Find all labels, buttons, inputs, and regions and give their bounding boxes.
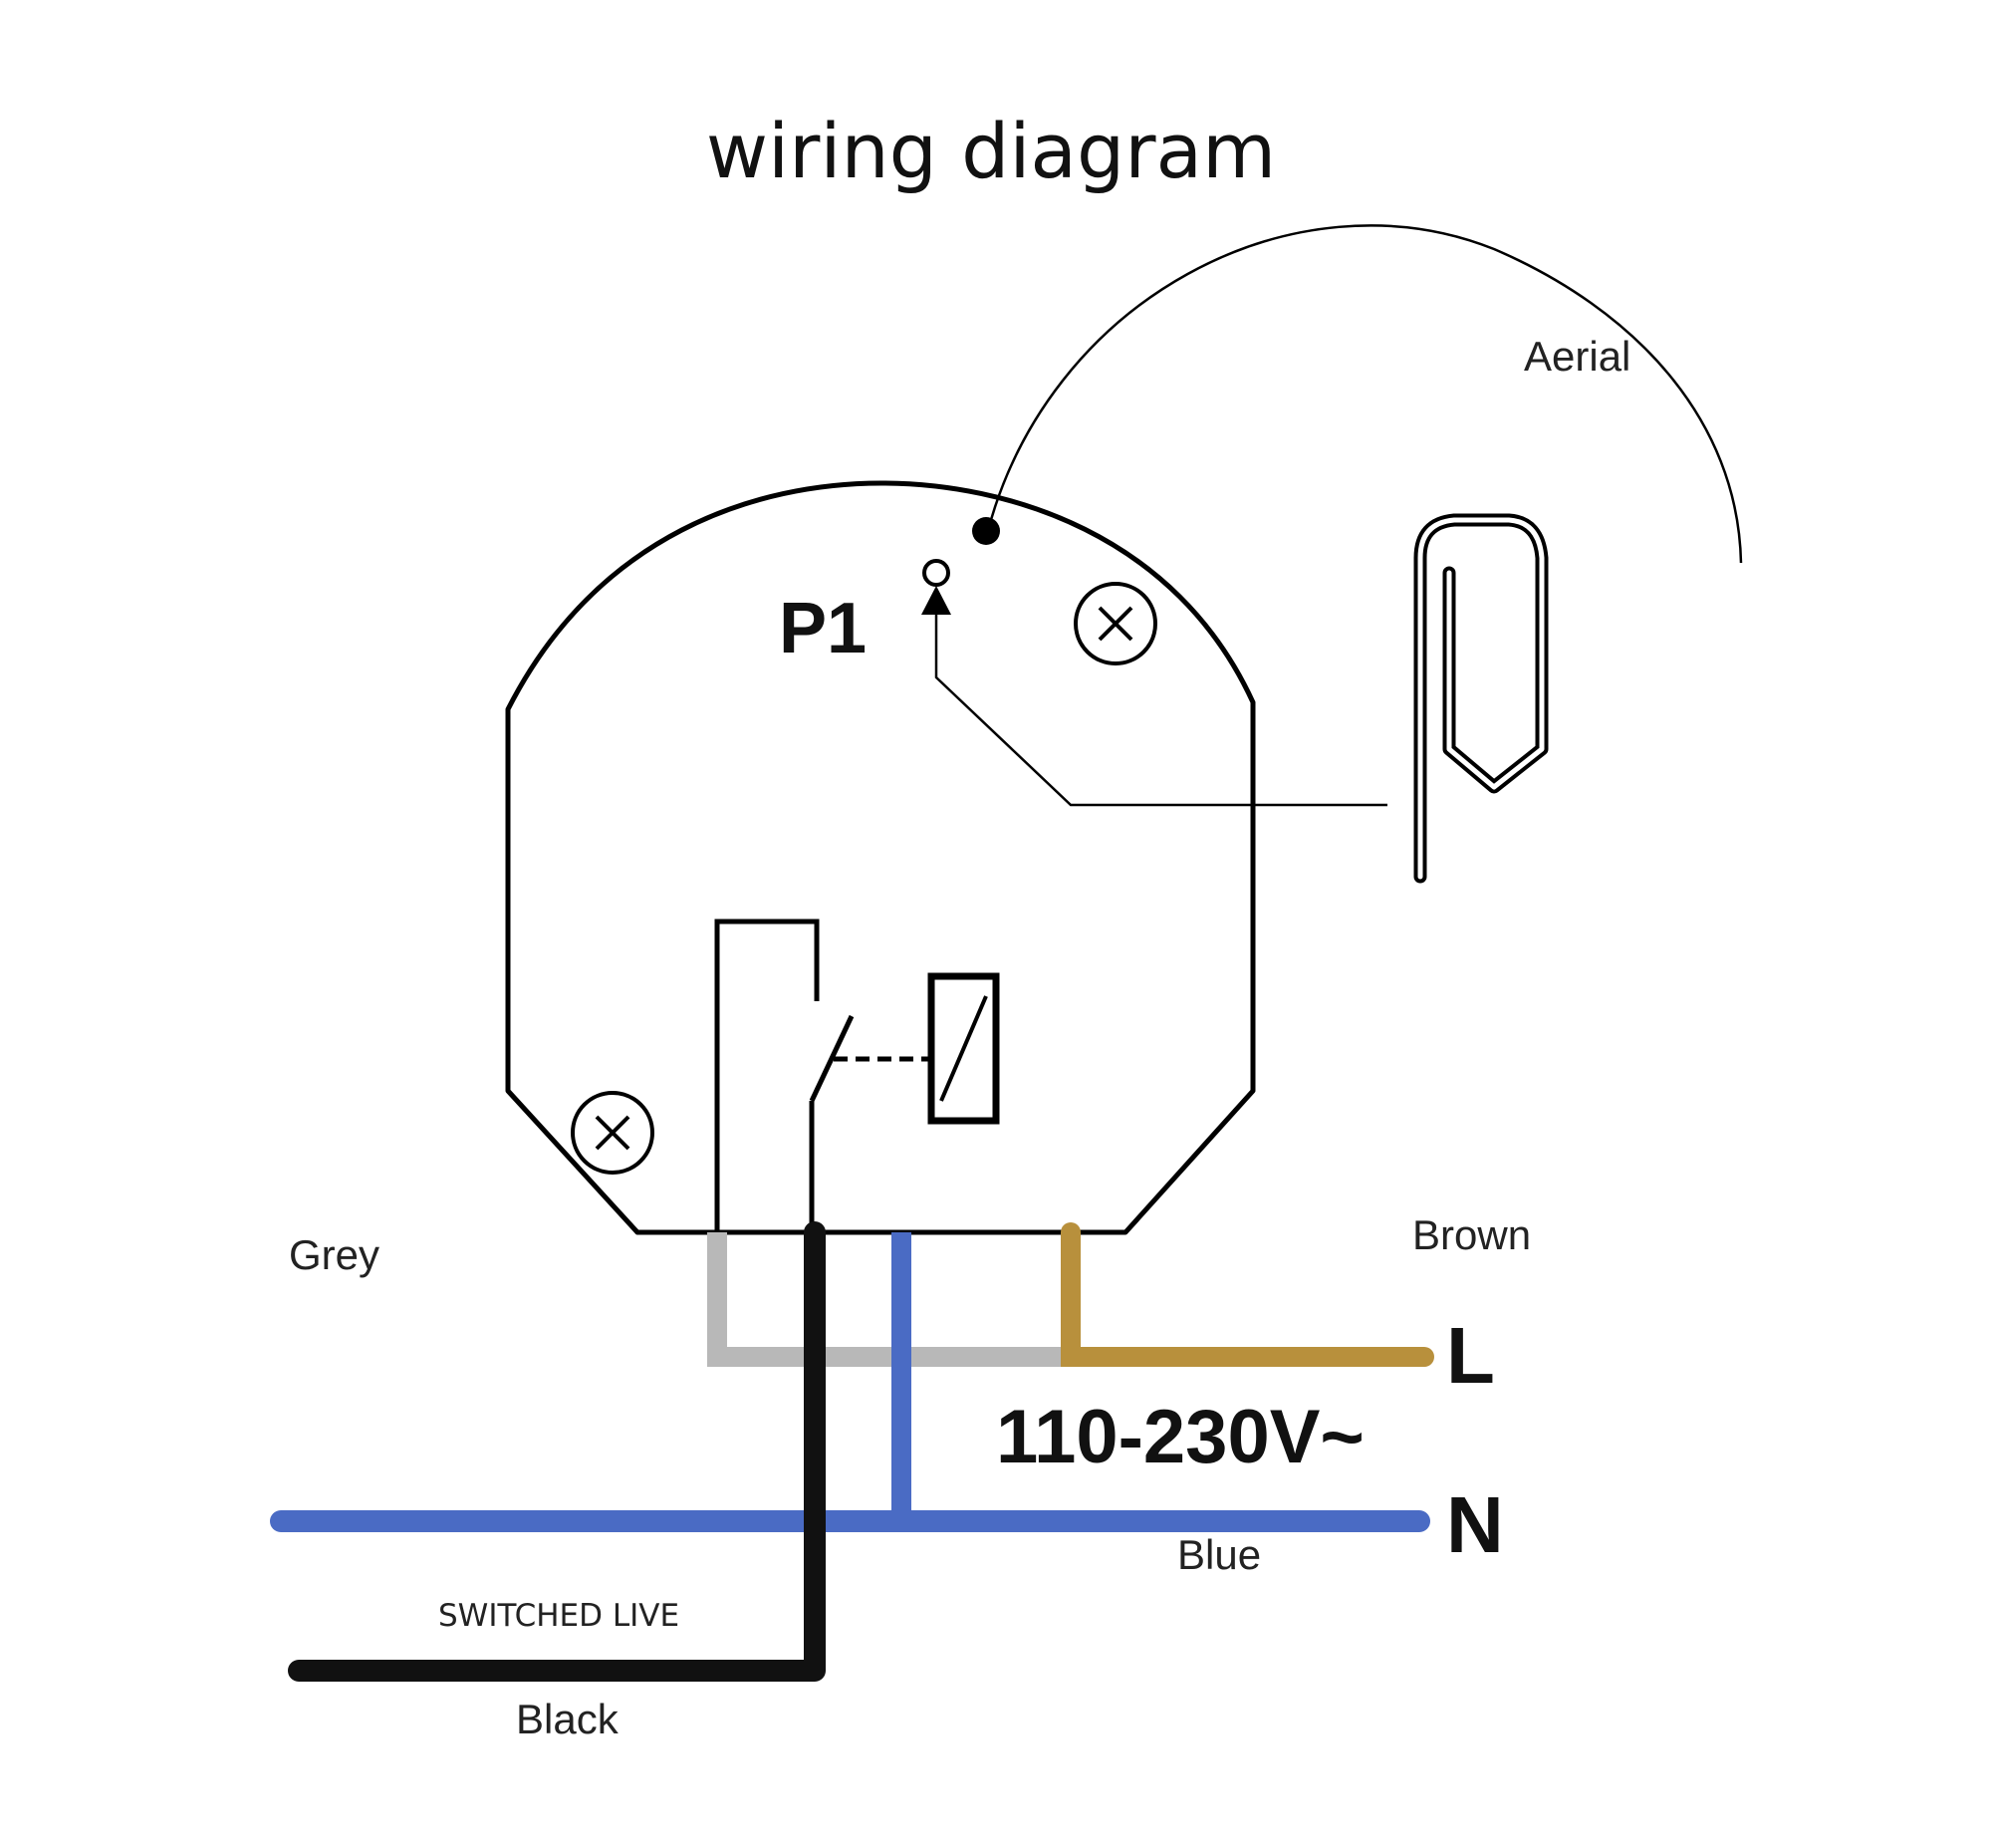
neutral-terminal-label: N bbox=[1446, 1480, 1504, 1569]
diagram-title: wiring diagram bbox=[706, 107, 1276, 195]
grey-wire bbox=[707, 1232, 1061, 1367]
aerial-label: Aerial bbox=[1524, 333, 1630, 380]
grey-wire-label: Grey bbox=[289, 1231, 379, 1278]
screw-icon-top bbox=[1074, 582, 1157, 665]
p1-arrow-icon bbox=[921, 586, 951, 615]
screw-icon-bottom bbox=[571, 1091, 654, 1175]
p1-label: P1 bbox=[779, 589, 867, 668]
black-switched-live-wire bbox=[288, 1221, 826, 1682]
black-wire-label: Black bbox=[516, 1696, 620, 1742]
live-terminal-label: L bbox=[1446, 1311, 1495, 1400]
aerial-wire bbox=[984, 224, 1743, 564]
relay-switch-icon bbox=[714, 919, 931, 1232]
brown-wire-label: Brown bbox=[1412, 1211, 1531, 1258]
aerial-connection-dot bbox=[972, 517, 1000, 545]
paperclip-icon bbox=[1413, 513, 1549, 884]
voltage-label: 110-230V~ bbox=[996, 1395, 1365, 1479]
switched-live-label: SWITCHED LIVE bbox=[438, 1598, 679, 1634]
device-body bbox=[505, 480, 1256, 1235]
brown-wire bbox=[1061, 1222, 1434, 1367]
p1-button-indicator bbox=[922, 559, 950, 587]
p1-pointer-line bbox=[934, 615, 1387, 807]
relay-coil-icon bbox=[927, 972, 1000, 1125]
blue-wire-label: Blue bbox=[1177, 1531, 1261, 1578]
